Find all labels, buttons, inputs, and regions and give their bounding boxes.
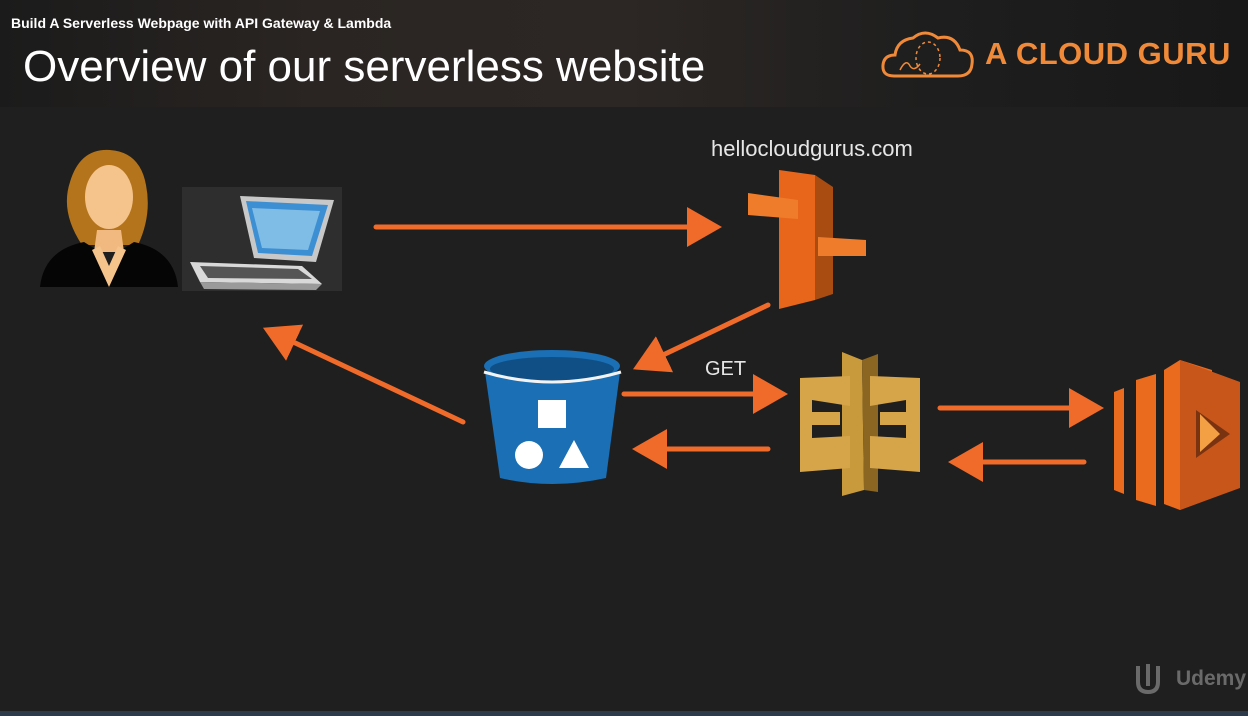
- lambda-icon: [1114, 360, 1240, 510]
- bottom-progress-bar: [0, 711, 1248, 716]
- s3-bucket-icon: [483, 350, 622, 484]
- arrow-dns-to-bucket: [632, 302, 771, 373]
- laptop-icon: [182, 187, 342, 291]
- woman-user-icon: [36, 145, 180, 287]
- cloud-guru-logo-icon: [881, 31, 974, 78]
- arrow-bucket-to-laptop: [262, 324, 466, 425]
- watermark-label: Udemy: [1176, 667, 1247, 690]
- brand-name: A CLOUD GURU: [985, 36, 1231, 71]
- header-bar: [0, 0, 1248, 107]
- course-title: Build A Serverless Webpage with API Gate…: [11, 15, 392, 31]
- udemy-logo-icon: [1136, 664, 1160, 694]
- get-request-label: GET: [705, 358, 747, 380]
- domain-label: hellocloudgurus.com: [711, 136, 913, 161]
- route53-icon: [748, 170, 866, 309]
- api-gateway-icon: [800, 352, 920, 496]
- udemy-watermark: Udemy: [1130, 662, 1246, 696]
- slide-title: Overview of our serverless website: [23, 42, 706, 91]
